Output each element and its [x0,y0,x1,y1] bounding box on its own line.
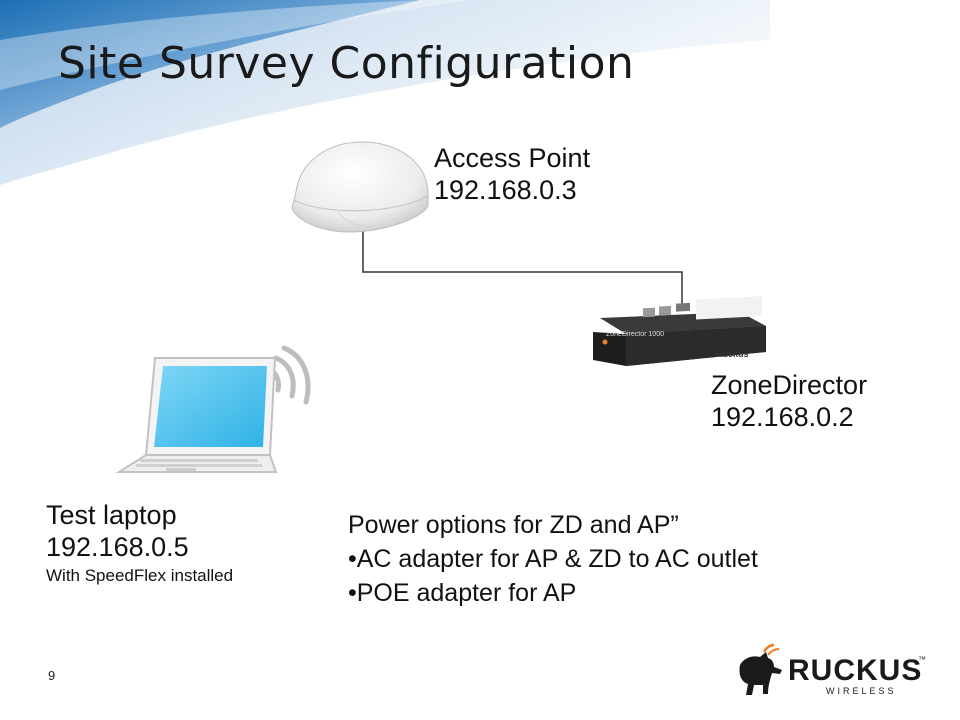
slide-title: Site Survey Configuration [58,38,635,89]
zonedirector-faceplate: ZoneDirector 1000 [606,331,664,338]
logo-tagline: WIRELESS [826,686,897,696]
zonedirector-name: ZoneDirector [711,370,868,400]
logo-trademark: ™ [918,655,926,664]
ruckus-dog-icon: RUCKUS ™ WIRELESS [739,643,926,696]
power-options: Power options for ZD and AP” •AC adapter… [348,508,758,610]
power-option-item: •POE adapter for AP [348,579,577,607]
zonedirector-brand-badge: Ruckus [716,349,749,359]
logo-wordmark: RUCKUS [788,654,922,687]
ruckus-logo: RUCKUS ™ WIRELESS [730,640,930,710]
power-options-heading: Power options for ZD and AP” [348,511,679,539]
page-number: 9 [48,668,56,683]
laptop-name: Test laptop [46,500,177,530]
access-point-ip: 192.168.0.3 [434,174,577,205]
zonedirector-label: ZoneDirector 192.168.0.2 [711,370,867,434]
power-option-item: •AC adapter for AP & ZD to AC outlet [348,545,758,573]
laptop-ip: 192.168.0.5 [46,531,189,562]
zonedirector-ip: 192.168.0.2 [711,401,854,432]
laptop-label: Test laptop 192.168.0.5 With SpeedFlex i… [46,500,233,586]
access-point-label: Access Point 192.168.0.3 [434,143,590,207]
access-point-name: Access Point [434,143,591,173]
laptop-note: With SpeedFlex installed [46,565,234,585]
